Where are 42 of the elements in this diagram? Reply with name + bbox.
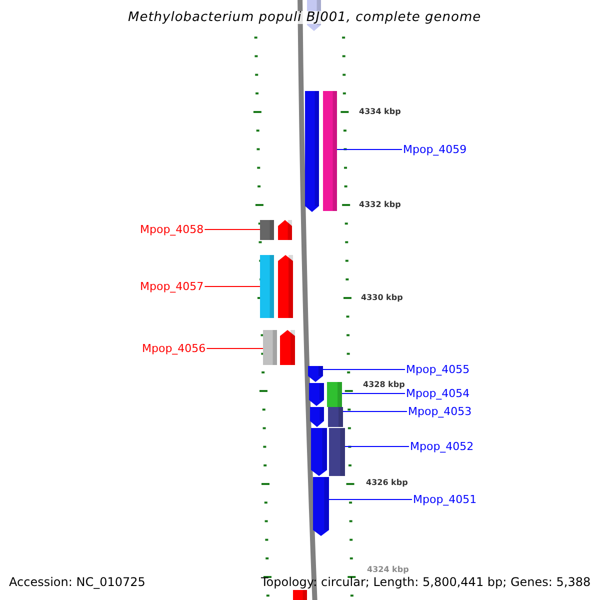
title: Methylobacterium populi BJ001, complete genome	[128, 11, 482, 24]
gene-block	[305, 91, 319, 212]
gene-label: Mpop_4059	[403, 144, 467, 155]
gene-block	[278, 220, 292, 240]
gene-block	[313, 477, 329, 536]
leader-line	[322, 369, 406, 370]
scale-label: 4334 kbp	[359, 108, 401, 116]
leader-line	[206, 348, 264, 349]
scale-label: 4326 kbp	[366, 479, 408, 487]
gene-label: Mpop_4053	[408, 406, 472, 417]
leader-line	[204, 286, 260, 287]
gene-bar	[328, 407, 343, 427]
scale-label: 4332 kbp	[359, 201, 401, 209]
gene-bar	[323, 91, 337, 211]
gene-block	[280, 330, 295, 365]
gene-bar	[327, 382, 342, 407]
gene-label: Mpop_4058	[140, 224, 204, 235]
leader-line	[204, 229, 260, 230]
gene-label: Mpop_4051	[413, 494, 477, 505]
leader-line	[342, 411, 408, 412]
leader-line	[328, 499, 412, 500]
scale-label: 4324 kbp	[367, 566, 409, 574]
accession-text: Accession: NC_010725	[9, 576, 146, 588]
gene-block	[310, 407, 324, 427]
gene-label: Mpop_4056	[142, 343, 206, 354]
gene-label: Mpop_4052	[410, 441, 474, 452]
gene-block	[278, 255, 293, 318]
leader-line	[336, 149, 402, 150]
gene-block	[309, 383, 324, 406]
leader-line	[344, 446, 410, 447]
genome-summary-text: Topology: circular; Length: 5,800,441 bp; Genes: 5,388	[261, 576, 591, 588]
gene-bar	[263, 330, 277, 365]
gene-label: Mpop_4055	[406, 364, 470, 375]
gene-block	[308, 366, 323, 382]
scale-label: 4330 kbp	[361, 294, 403, 302]
leader-line	[342, 393, 406, 394]
gene-label: Mpop_4054	[406, 388, 470, 399]
gene-bar	[329, 428, 345, 476]
gene-label: Mpop_4057	[140, 281, 204, 292]
gene-bar	[260, 255, 274, 318]
scale-label: 4328 kbp	[363, 381, 405, 389]
gene-bar	[260, 220, 274, 240]
